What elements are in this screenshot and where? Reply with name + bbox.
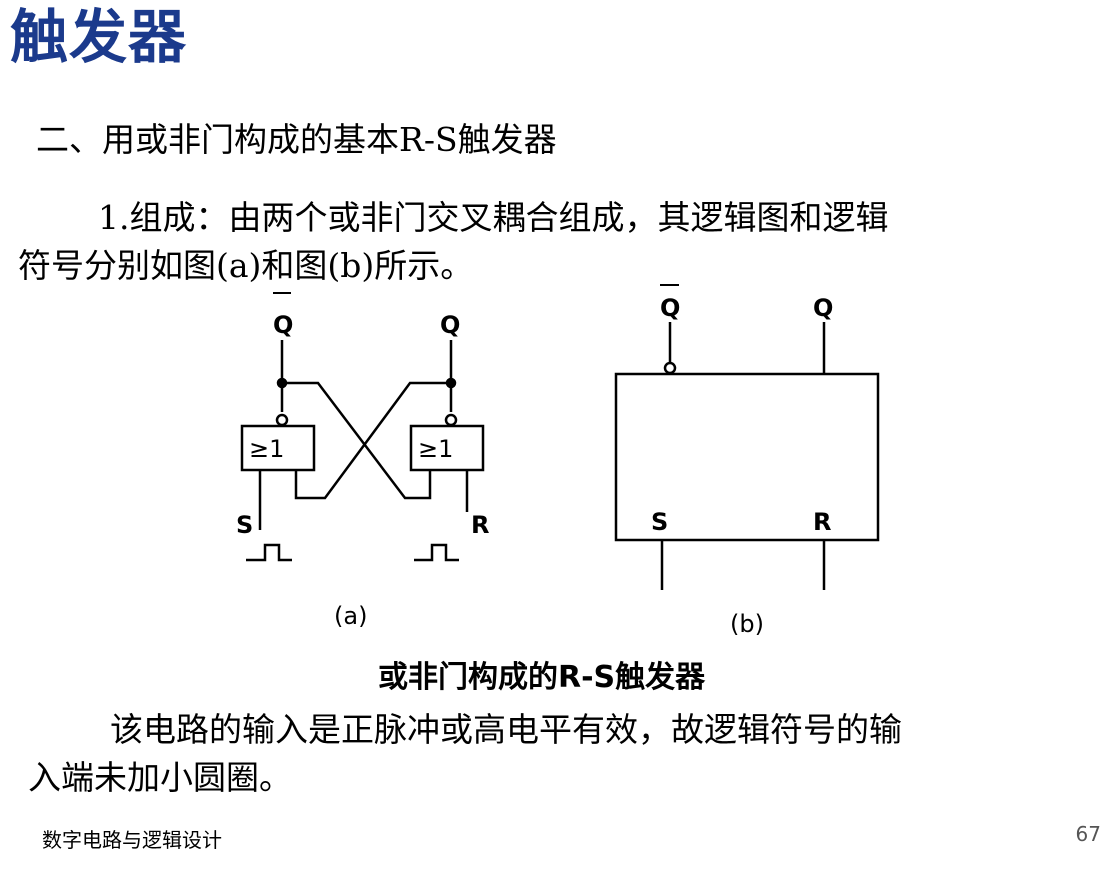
- footer-course-name: 数字电路与逻辑设计: [42, 828, 222, 852]
- label-qbar-a: Q: [273, 311, 293, 339]
- paragraph-composition: 1.组成：由两个或非门交叉耦合组成，其逻辑图和逻辑 符号分别如图(a)和图(b)…: [18, 194, 1088, 290]
- cross-wire-qbar-to-right: [282, 381, 432, 500]
- nor-gate-left: [240, 424, 316, 472]
- paragraph-explanation-line1: 该电路的输入是正脉冲或高电平有效，故逻辑符号的输: [110, 710, 902, 749]
- paragraph-explanation: 该电路的输入是正脉冲或高电平有效，故逻辑符号的输 入端未加小圆圈。: [18, 706, 1088, 802]
- s-pulse-symbol: [246, 543, 292, 562]
- paragraph-explanation-line2: 入端未加小圆圈。: [28, 758, 292, 797]
- slide-title: 触发器: [10, 3, 188, 71]
- label-q-a: Q: [440, 311, 460, 339]
- page-number: 67: [1075, 822, 1101, 846]
- sublabel-a: (a): [334, 602, 367, 630]
- cross-wire-q-to-left: [294, 381, 451, 500]
- label-r-a: R: [471, 511, 489, 539]
- paragraph-composition-line1: 1.组成：由两个或非门交叉耦合组成，其逻辑图和逻辑: [98, 198, 889, 237]
- label-qbar-b: Q: [660, 294, 680, 322]
- label-s-b: S: [651, 508, 668, 536]
- flipflop-symbol-box: [614, 372, 880, 542]
- logic-symbol-b: [614, 284, 880, 590]
- section-heading: 二、用或非门构成的基本R-S触发器: [36, 120, 557, 159]
- sublabel-b: (b): [730, 610, 764, 638]
- label-s-a: S: [236, 511, 253, 539]
- gate-symbol-right: ≥1: [418, 435, 453, 463]
- right-inversion-bubble: [444, 413, 458, 427]
- qbar-inversion-bubble-b: [663, 361, 677, 375]
- gate-symbol-left: ≥1: [249, 435, 284, 463]
- nor-gate-right: [409, 424, 485, 472]
- r-pulse-symbol: [414, 543, 459, 562]
- diagram-caption: 或非门构成的R-S触发器: [378, 660, 706, 695]
- left-inversion-bubble: [275, 413, 289, 427]
- label-q-b: Q: [813, 294, 833, 322]
- paragraph-composition-line2: 符号分别如图(a)和图(b)所示。: [18, 246, 474, 285]
- label-r-b: R: [813, 508, 831, 536]
- logic-diagram-a: [240, 292, 485, 562]
